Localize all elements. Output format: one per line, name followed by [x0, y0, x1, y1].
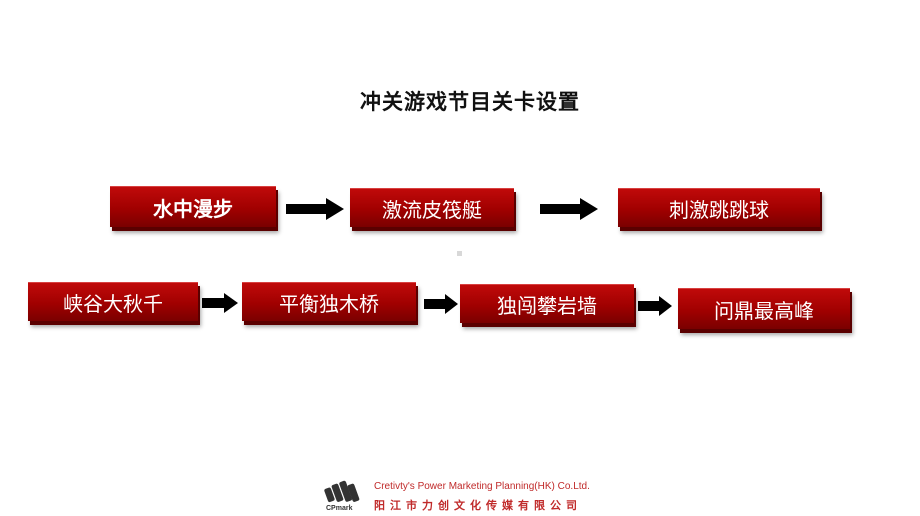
- decorative-dot: [457, 251, 462, 256]
- stage-label: 激流皮筏艇: [382, 197, 482, 222]
- stage-label: 平衡独木桥: [279, 291, 379, 316]
- stage-label: 问鼎最高峰: [714, 298, 814, 323]
- stage-box-summit: 问鼎最高峰: [678, 288, 850, 329]
- arrow-right-icon: [540, 198, 598, 220]
- arrow-right-icon: [424, 294, 458, 314]
- stage-box-rafting: 激流皮筏艇: [350, 188, 514, 227]
- stage-box-bounce-ball: 刺激跳跳球: [618, 188, 820, 227]
- footer: CPmark Cretivty's Power Marketing Planni…: [324, 478, 644, 514]
- company-logo-icon: CPmark: [324, 478, 364, 514]
- page-title: 冲关游戏节目关卡设置: [360, 90, 580, 114]
- arrow-right-icon: [638, 296, 672, 316]
- stage-label: 刺激跳跳球: [669, 197, 769, 222]
- stage-box-water-walk: 水中漫步: [110, 186, 276, 227]
- stage-box-climbing-wall: 独闯攀岩墙: [460, 284, 634, 323]
- arrow-right-icon: [202, 293, 238, 313]
- stage-box-canyon-swing: 峡谷大秋千: [28, 282, 198, 321]
- arrow-right-icon: [286, 198, 344, 220]
- stage-label: 峡谷大秋千: [63, 291, 163, 316]
- stage-box-balance-beam: 平衡独木桥: [242, 282, 416, 321]
- logo-text: CPmark: [326, 505, 353, 512]
- company-name-cn: 阳江市力创文化传媒有限公司: [374, 499, 582, 512]
- stage-label: 水中漫步: [153, 196, 233, 221]
- company-name-en: Cretivty's Power Marketing Planning(HK) …: [374, 481, 590, 492]
- stage-label: 独闯攀岩墙: [497, 293, 597, 318]
